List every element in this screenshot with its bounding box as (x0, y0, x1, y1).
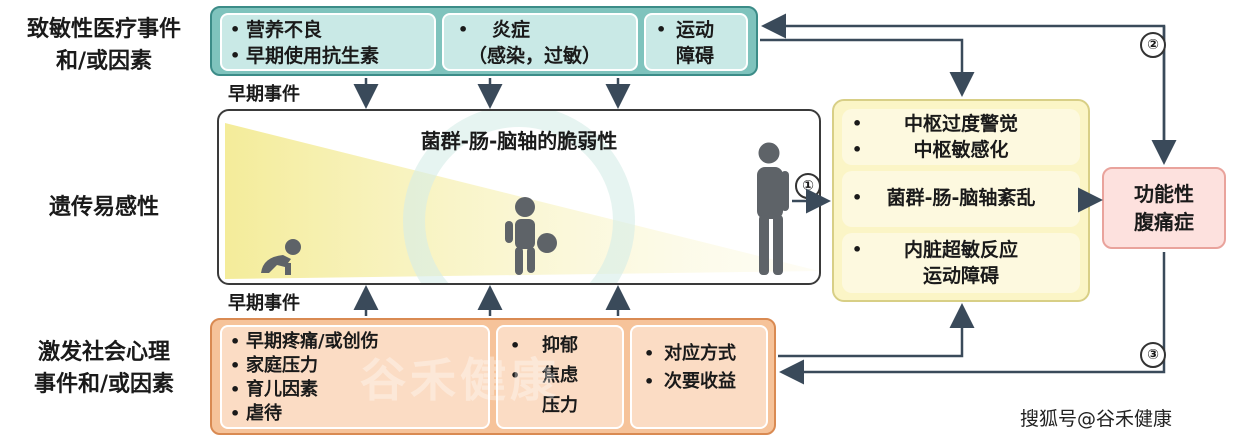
outcome-panel: 功能性 腹痛症 (1102, 167, 1226, 249)
mgba-dysregulation-box: • 菌群-肠-脑轴紊乱 (842, 171, 1080, 227)
item-motility-2: 障碍 (676, 45, 715, 67)
mood-box: • 抑郁 • 焦虑 压力 (496, 325, 624, 429)
vulnerability-panel: 菌群-肠-脑轴的脆弱性 (217, 109, 821, 285)
item-depression: 抑郁 (542, 335, 578, 356)
psychosocial-factors-panel: • 早期疼痛/或创伤 • 家庭压力 • 育儿因素 • 虐待 • 抑郁 • 焦虑 … (210, 318, 776, 435)
coping-box: • 对应方式 • 次要收益 (630, 325, 768, 429)
outcome-line1: 功能性 (1134, 182, 1194, 206)
item-abuse: 虐待 (246, 403, 282, 424)
item-visceral-hypersensitivity: 内脏超敏反应 (903, 239, 1018, 261)
item-central-sensitization: 中枢敏感化 (913, 139, 1009, 161)
visceral-hypersensitivity-box: • 内脏超敏反应 运动障碍 (842, 233, 1080, 293)
item-secondary-gain: 次要收益 (664, 371, 736, 392)
item-infection-allergy: （感染，过敏） (468, 45, 602, 67)
item-motility-1: 运动 (676, 19, 715, 41)
early-trauma-box: • 早期疼痛/或创伤 • 家庭压力 • 育儿因素 • 虐待 (220, 325, 490, 429)
genetic-susceptibility-label: 遗传易感性 (48, 195, 159, 220)
psychosocial-factors-label-line1: 激发社会心理 (37, 340, 170, 365)
psychosocial-factors-label: 激发社会心理 事件和/或因素 (6, 337, 202, 401)
item-anxiety: 焦虑 (542, 365, 578, 386)
central-sensitization-box: • • 中枢过度警觉 中枢敏感化 (842, 109, 1080, 165)
adult-icon (757, 141, 789, 275)
medical-factors-label: 致敏性医疗事件 和/或因素 (6, 14, 202, 78)
early-events-bottom-label: 早期事件 (228, 293, 300, 314)
child-with-ball-icon (505, 197, 557, 275)
item-stress: 压力 (542, 395, 578, 416)
step-3-marker: ③ (1140, 342, 1166, 368)
item-family-stress: 家庭压力 (246, 355, 318, 376)
inflammation-box: • 炎症 （感染，过敏） (442, 13, 638, 71)
vulnerability-title: 菌群-肠-脑轴的脆弱性 (420, 129, 618, 153)
item-motility-disorder: 运动障碍 (922, 265, 999, 287)
item-mgba-dysregulation: 菌群-肠-脑轴紊乱 (886, 187, 1036, 209)
watermark-text: 谷禾健康 (360, 353, 560, 407)
medical-factors-label-line1: 致敏性医疗事件 (26, 17, 181, 42)
central-mechanisms-panel: • • 中枢过度警觉 中枢敏感化 • 菌群-肠-脑轴紊乱 • 内脏超敏反应 运动… (832, 99, 1090, 302)
item-malnutrition: 营养不良 (246, 19, 323, 41)
item-inflammation: 炎症 (492, 19, 531, 41)
item-early-antibiotics: 早期使用抗生素 (246, 45, 380, 67)
item-early-pain-trauma: 早期疼痛/或创伤 (246, 331, 379, 352)
psychosocial-factors-label-line2: 事件和/或因素 (33, 372, 175, 397)
item-coping-style: 对应方式 (664, 343, 736, 364)
medical-factors-panel: • 营养不良 • 早期使用抗生素 • 炎症 （感染，过敏） • 运动 障碍 (210, 6, 758, 76)
early-events-top-label: 早期事件 (228, 84, 300, 105)
nutrition-antibiotics-box: • 营养不良 • 早期使用抗生素 (220, 13, 436, 71)
source-credit: 搜狐号@谷禾健康 (1020, 408, 1173, 430)
baby-icon (261, 239, 301, 275)
outcome-line2: 腹痛症 (1134, 210, 1194, 234)
medical-factors-label-line2: 和/或因素 (55, 49, 153, 74)
item-parenting-factors: 育儿因素 (246, 379, 318, 400)
item-central-hypervigilance: 中枢过度警觉 (903, 113, 1018, 135)
motility-box: • 运动 障碍 (644, 13, 748, 71)
step-2-marker: ② (1140, 32, 1166, 58)
